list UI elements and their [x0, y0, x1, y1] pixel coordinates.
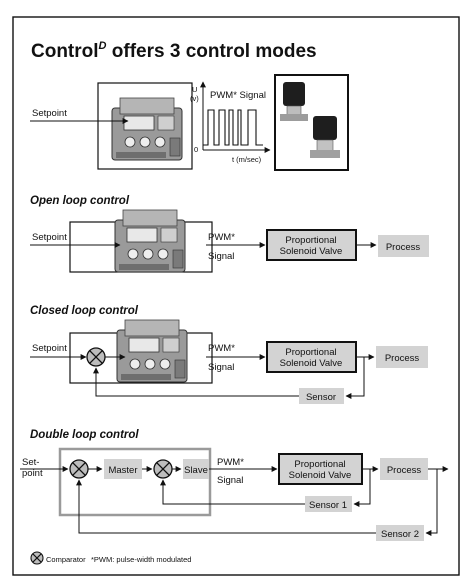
double-loop-sensor2-in-arrow — [425, 469, 438, 536]
closed-loop-valve-line2: Solenoid Valve — [280, 358, 343, 369]
pwm-waveform — [203, 109, 263, 146]
pwm-zero-label: 0 — [194, 145, 198, 154]
double-loop-sensor2-box — [376, 525, 424, 541]
closed-loop-device-image — [116, 319, 188, 383]
open-loop-setpoint-label: Setpoint — [32, 232, 67, 243]
closed-loop-title: Closed loop control — [30, 305, 139, 317]
pwm-axis-t-label: t (m/sec) — [232, 155, 262, 164]
double-loop-controller-frame — [58, 447, 212, 517]
closed-loop-feedback-arrow — [93, 367, 299, 397]
double-loop-sensor1-label: Sensor 1 — [309, 500, 347, 511]
closed-loop-pwm-label: PWM* — [208, 343, 235, 354]
double-loop-sensor2-label: Sensor 2 — [381, 529, 419, 540]
double-loop-signal-label: Signal — [217, 475, 243, 486]
double-loop-valve-box — [278, 453, 363, 485]
pwm-axis-u-unit: (v) — [190, 94, 199, 103]
double-loop-process-label: Process — [387, 465, 422, 476]
open-loop-process-label: Process — [386, 242, 421, 253]
page-frame — [12, 16, 460, 576]
closed-loop-valve-line1: Proportional — [285, 347, 336, 358]
legend-comparator-icon — [30, 551, 44, 565]
double-loop-comparator2-icon — [153, 459, 173, 479]
controller-device-image — [111, 97, 183, 161]
double-loop-valve-line1: Proportional — [294, 459, 345, 470]
open-loop-title: Open loop control — [30, 195, 130, 207]
open-loop-valve-line1: Proportional — [285, 235, 336, 246]
closed-loop-sensor-label: Sensor — [306, 392, 336, 403]
double-loop-comparator1-icon — [69, 459, 89, 479]
open-loop-valve-line2: Solenoid Valve — [280, 246, 343, 257]
pwm-signal-title: PWM* Signal — [210, 90, 266, 101]
open-loop-signal-label: Signal — [208, 251, 234, 262]
double-loop-title: Double loop control — [30, 429, 139, 441]
closed-loop-signal-label: Signal — [208, 362, 234, 373]
pwm-axis-u-label: U — [192, 85, 197, 94]
double-loop-process-box — [380, 458, 428, 480]
double-loop-setpoint-line2: point — [22, 468, 43, 479]
legend-comparator-label: Comparator — [46, 555, 86, 564]
double-loop-slave-box — [183, 459, 209, 479]
page-title: ControlD offers 3 control modes — [31, 40, 317, 62]
intro-setpoint-label: Setpoint — [32, 108, 67, 119]
valve-photo-image — [280, 82, 340, 158]
closed-loop-process-label: Process — [385, 353, 420, 364]
double-loop-master-box — [104, 459, 142, 479]
legend-pwm-note: *PWM: pulse-width modulated — [91, 555, 191, 564]
double-loop-sensor1-box — [305, 496, 352, 512]
double-loop-pwm-label: PWM* — [217, 457, 244, 468]
closed-loop-setpoint-label: Setpoint — [32, 343, 67, 354]
closed-loop-comparator-icon — [86, 347, 106, 367]
double-loop-slave-label: Slave — [184, 465, 208, 476]
double-loop-setpoint-line1: Set- — [22, 457, 39, 468]
double-loop-outer-feedback-arrow — [76, 479, 376, 534]
double-loop-valve-line2: Solenoid Valve — [289, 470, 352, 481]
open-loop-pwm-label: PWM* — [208, 232, 235, 243]
closed-loop-sensor-box — [299, 388, 344, 404]
double-loop-inner-feedback-arrow — [160, 479, 305, 505]
closed-loop-process-box — [376, 346, 428, 368]
closed-loop-valve-box — [266, 341, 357, 373]
double-loop-master-label: Master — [108, 465, 137, 476]
double-loop-sensor1-in-arrow — [353, 469, 371, 507]
open-loop-device-image — [114, 209, 186, 273]
closed-loop-sensor-in-arrow — [345, 357, 365, 399]
open-loop-valve-box — [266, 229, 357, 261]
open-loop-process-box — [378, 235, 429, 257]
